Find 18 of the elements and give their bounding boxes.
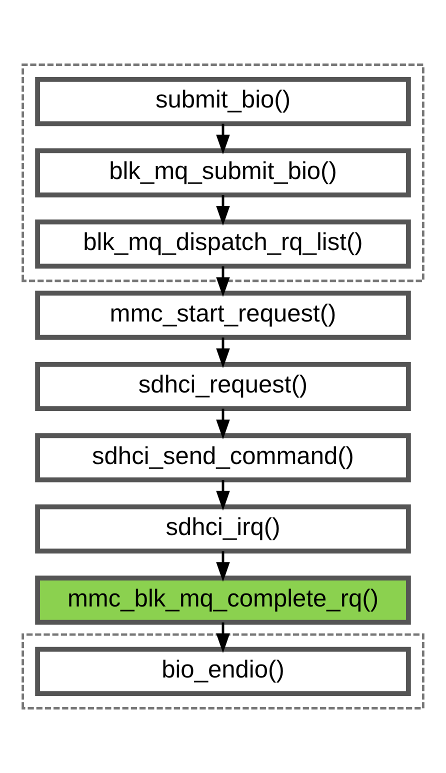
arrow <box>216 266 230 297</box>
node-box: blk_mq_dispatch_rq_list() <box>35 219 411 269</box>
node-box: submit_bio() <box>35 77 411 126</box>
node-box: bio_endio() <box>35 646 411 696</box>
node-box: sdhci_send_command() <box>35 433 411 482</box>
arrow <box>216 124 230 154</box>
node-box: sdhci_irq() <box>35 504 411 554</box>
node-box: sdhci_request() <box>35 362 411 412</box>
arrow <box>216 408 230 440</box>
node-box: mmc_start_request() <box>35 290 411 340</box>
arrow <box>216 622 230 654</box>
cluster <box>22 64 424 282</box>
node-box: mmc_blk_mq_complete_rq() <box>35 576 411 625</box>
arrow <box>216 195 230 226</box>
arrow <box>216 551 230 582</box>
arrow <box>216 480 230 511</box>
node-box: blk_mq_submit_bio() <box>35 148 411 198</box>
arrow <box>216 338 230 368</box>
